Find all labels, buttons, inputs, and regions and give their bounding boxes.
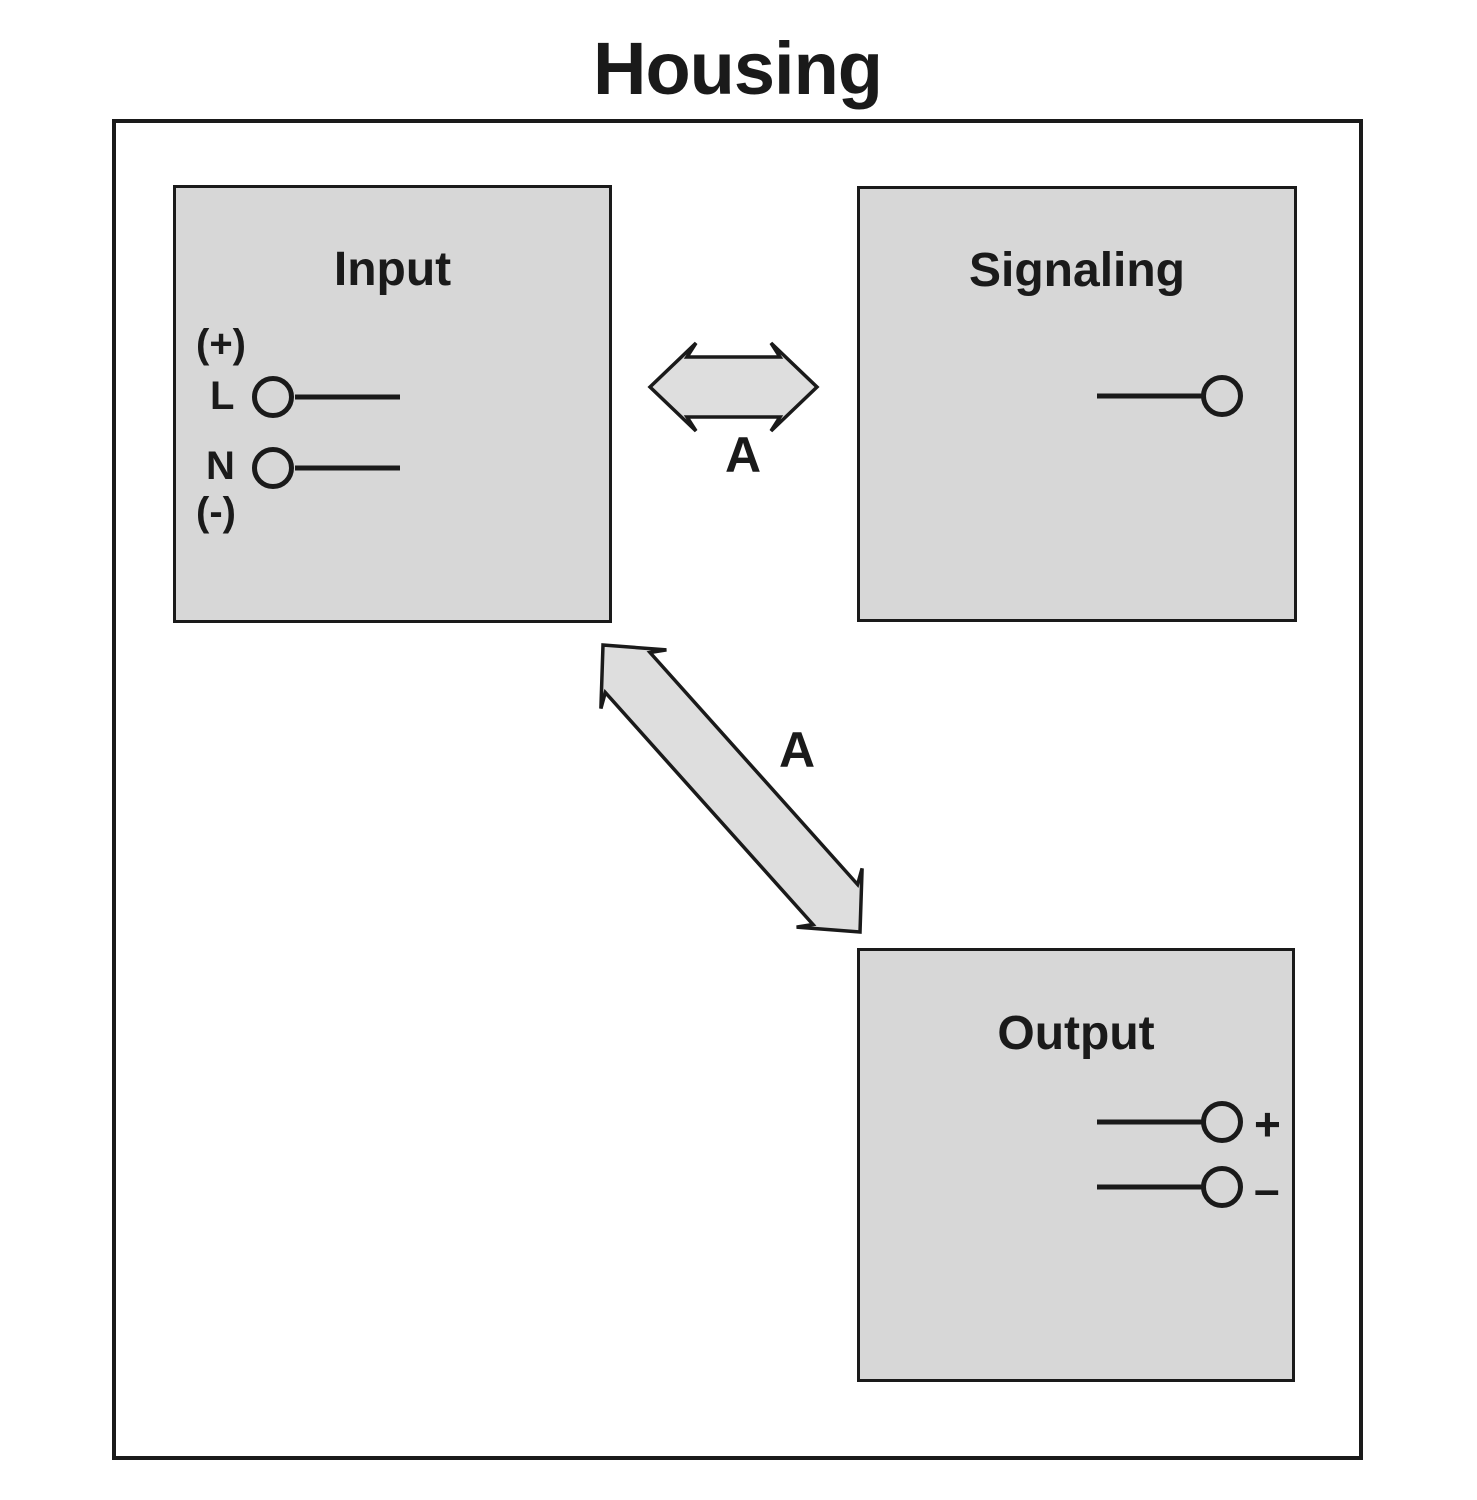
input-live-label: L [210, 374, 235, 418]
arrow-label-input-output: A [778, 722, 816, 778]
housing-outline [112, 119, 1363, 1460]
input-plus-label: (+) [196, 322, 246, 366]
output-plus-label: + [1254, 1098, 1281, 1151]
arrow-label-input-signaling: A [724, 427, 762, 483]
input-neutral-label: N [206, 444, 235, 488]
diagram-title: Housing [593, 27, 883, 110]
output-block: Output + – [857, 948, 1295, 1382]
signaling-block-title: Signaling [969, 244, 1185, 297]
output-minus-label: – [1254, 1163, 1280, 1216]
input-minus-label: (-) [196, 490, 236, 534]
input-block-title: Input [333, 243, 452, 296]
input-block: Input (+) L N (-) [173, 185, 612, 623]
output-block-title: Output [997, 1007, 1155, 1060]
signaling-block: Signaling [857, 186, 1297, 622]
